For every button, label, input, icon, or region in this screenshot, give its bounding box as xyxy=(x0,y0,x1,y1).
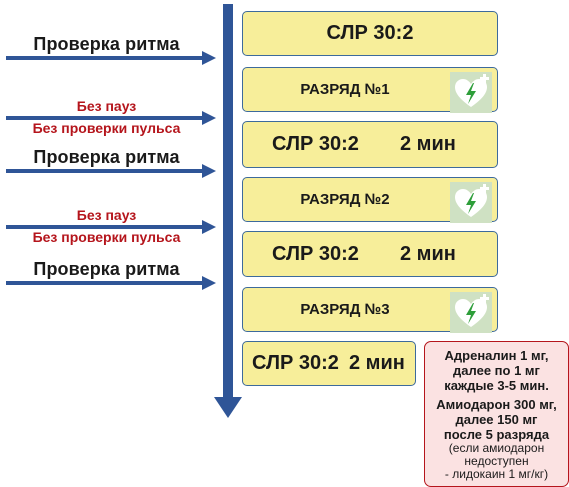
no-pauses-arrow xyxy=(6,220,216,234)
shock-label: РАЗРЯД №3 xyxy=(300,301,390,318)
cpr-label: СЛР 30:2 xyxy=(252,352,339,374)
drug-dosing-panel: Адреналин 1 мг, далее по 1 мг каждые 3-5… xyxy=(424,341,569,487)
cpr-label: СЛР 30:2 xyxy=(272,242,359,265)
no-pauses-label: Без пауз xyxy=(76,207,137,223)
rhythm-check-label: Проверка ритма xyxy=(33,259,180,279)
cpr-duration: 2 мин xyxy=(400,133,456,155)
no-pulse-check-label: Без проверки пульса xyxy=(32,120,181,136)
no-pauses-arrow xyxy=(6,111,216,125)
amiodarone-text: Амиодарон 300 мг, xyxy=(436,397,557,412)
shock-step-box: РАЗРЯД №3 xyxy=(242,287,498,333)
adrenaline-text: далее по 1 мг xyxy=(453,363,540,378)
shock-label: РАЗРЯД №2 xyxy=(300,191,390,208)
adrenaline-text: Адреналин 1 мг, xyxy=(444,348,549,363)
lidocaine-alternative-text: - лидокаин 1 мг/кг) xyxy=(444,467,549,481)
shock-step-box: РАЗРЯД №1 xyxy=(242,67,498,113)
defibrillator-heart-icon xyxy=(450,292,492,333)
shock-label: РАЗРЯД №1 xyxy=(300,81,390,98)
rhythm-check-label: Проверка ритма xyxy=(33,147,180,167)
cpr-step-box: СЛР 30:2 2 мин xyxy=(242,341,416,386)
cpr-step-box: СЛР 30:2 xyxy=(242,11,498,56)
cpr-label: СЛР 30:2 xyxy=(272,133,359,155)
no-pauses-label: Без пауз xyxy=(76,98,137,114)
rhythm-check-label: Проверка ритма xyxy=(33,34,180,54)
defibrillator-heart-icon xyxy=(450,182,492,223)
rhythm-check-arrow xyxy=(6,51,216,65)
cpr-label: СЛР 30:2 xyxy=(326,22,414,44)
cpr-duration: 2 мин xyxy=(349,352,405,374)
lidocaine-alternative-text: (если амиодарон xyxy=(448,441,545,455)
cpr-duration: 2 мин xyxy=(400,242,456,265)
no-pulse-check-label: Без проверки пульса xyxy=(32,229,181,245)
lidocaine-alternative-text: недоступен xyxy=(464,454,529,468)
rhythm-check-arrow xyxy=(6,276,216,290)
defibrillator-heart-icon xyxy=(450,72,492,113)
cpr-step-box: СЛР 30:2 2 мин xyxy=(242,121,498,168)
amiodarone-text: далее 150 мг xyxy=(455,412,538,427)
cpr-step-box: СЛР 30:2 2 мин xyxy=(242,231,498,277)
timeline-arrow xyxy=(214,4,242,418)
adrenaline-text: каждые 3-5 мин. xyxy=(444,378,549,393)
rhythm-check-arrow xyxy=(6,164,216,178)
amiodarone-text: после 5 разряда xyxy=(443,427,550,442)
shock-step-box: РАЗРЯД №2 xyxy=(242,177,498,223)
